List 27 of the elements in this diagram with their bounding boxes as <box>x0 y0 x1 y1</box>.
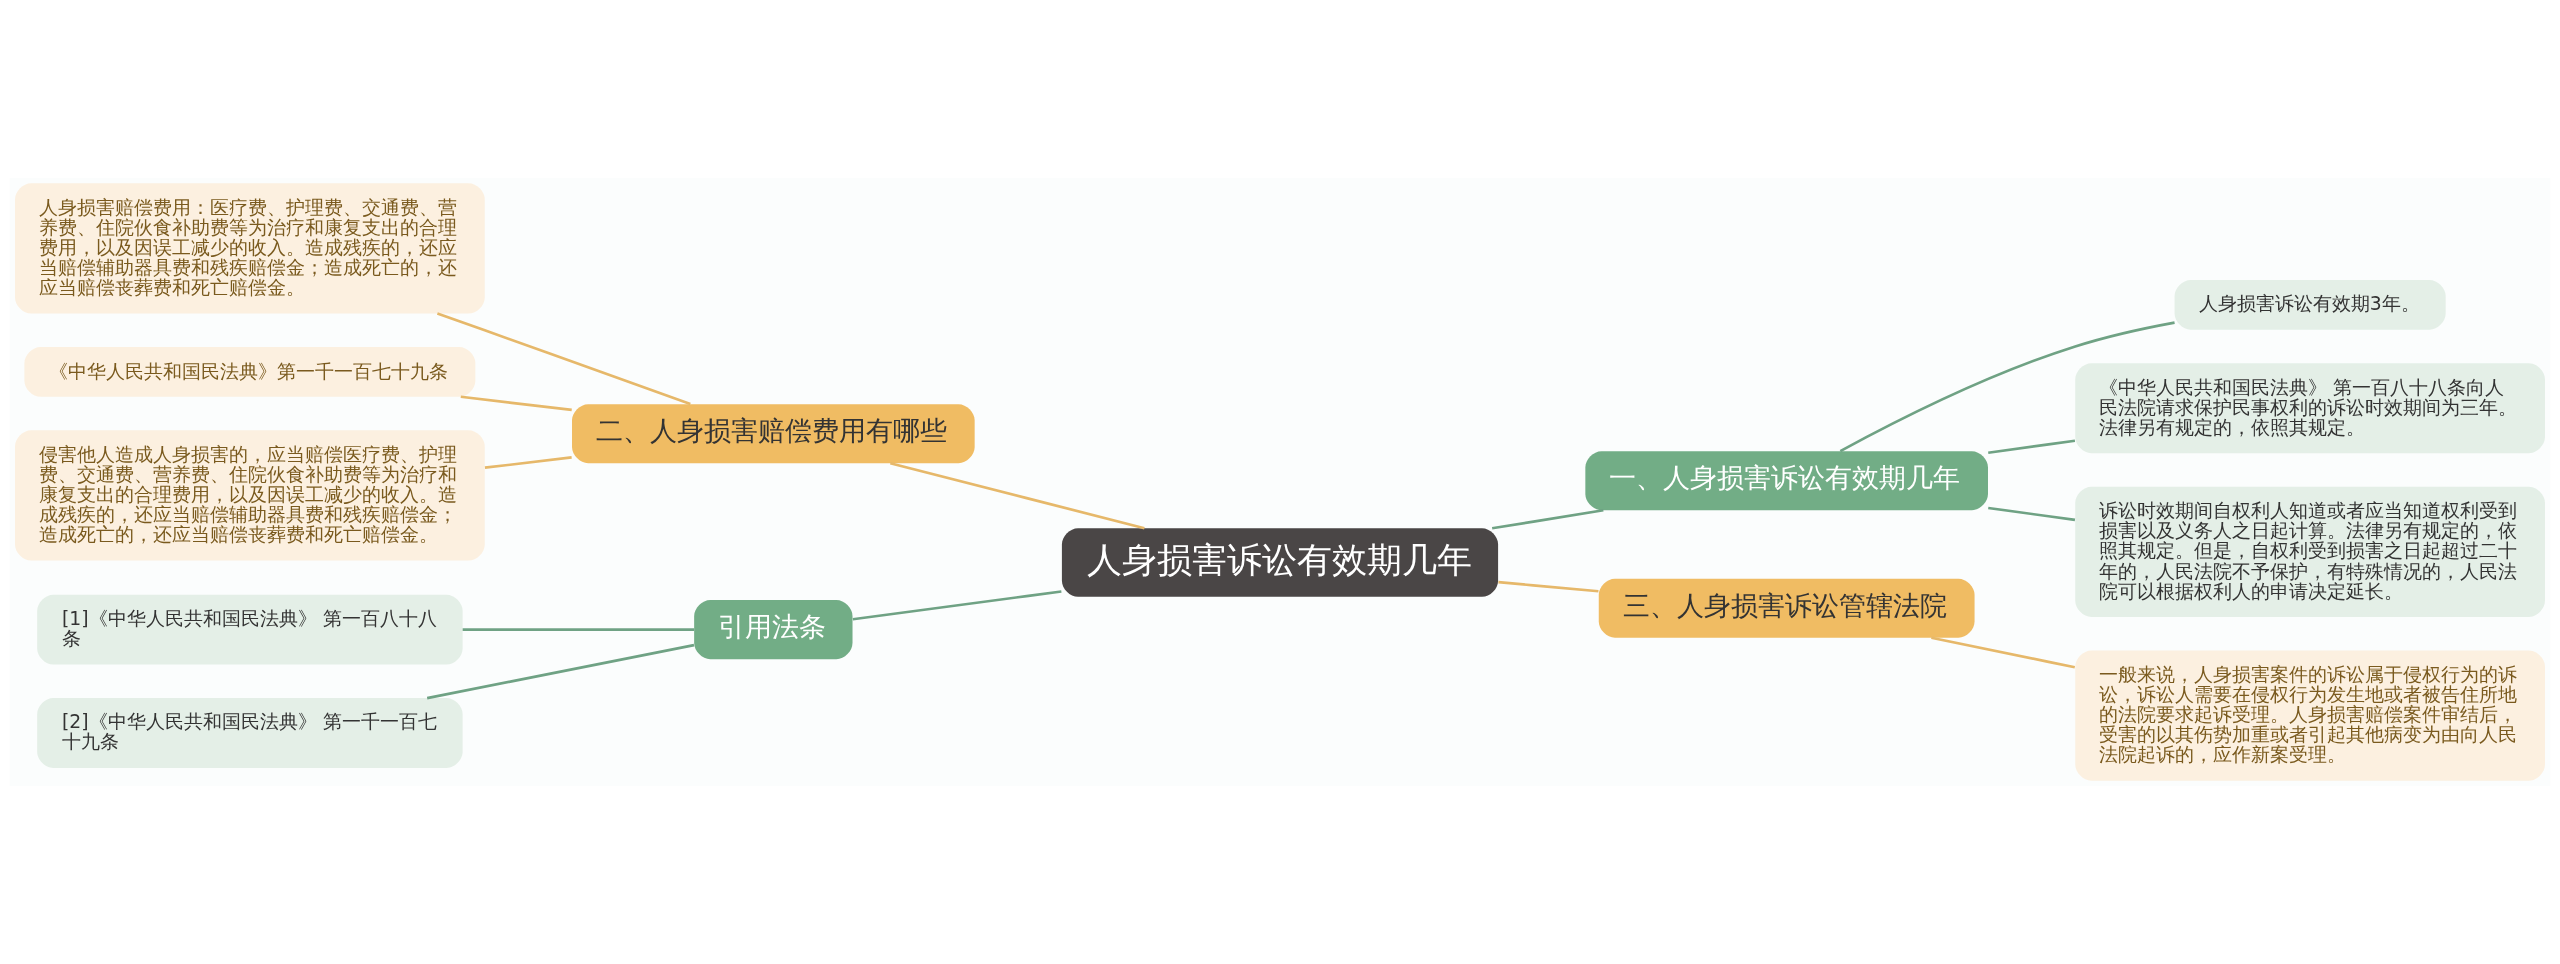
node-box: 《中华人民共和国民法典》第一千一百七十九条 <box>24 347 476 397</box>
connector <box>889 461 1145 530</box>
connector <box>426 643 695 700</box>
node-box: 人身损害诉讼有效期几年 <box>1061 528 1499 597</box>
node-box: 人身损害诉讼有效期3年。 <box>2174 280 2446 330</box>
connector <box>1491 508 1604 530</box>
node-box: [1]《中华人民共和国民法典》 第一百八十八条 <box>37 594 463 665</box>
node-box: 引用法条 <box>694 600 853 660</box>
connector <box>436 312 691 406</box>
connector <box>484 456 572 470</box>
connector <box>852 590 1062 621</box>
connector <box>1931 636 2076 669</box>
node-box: 诉讼时效期间自权利人知道或者应当知道权利受到损害以及义务人之日起计算。法律另有规定的，依照其规定。但是，自权利受到损害之日起超过二十年的，人民法院不予保护，有特殊情况的，人民法院可以根据权利人的申请决定延长。 <box>2075 486 2545 617</box>
connector <box>1498 580 1599 593</box>
connector <box>462 628 695 631</box>
node-box: 侵害他人造成人身损害的，应当赔偿医疗费、护理费、交通费、营养费、住院伙食补助费等为治疗和康复支出的合理费用，以及因误工减少的收入。造成残疾的，还应当赔偿辅助器具费和残疾赔偿金；造成死亡的，还应当赔偿丧葬费和死亡赔偿金。 <box>15 430 485 561</box>
node-box: 《中华人民共和国民法典》 第一百八十八条向人民法院请求保护民事权利的诉讼时效期间为三年。法律另有规定的，依照其规定。 <box>2075 363 2545 454</box>
node-box: 一、人身损害诉讼有效期几年 <box>1585 451 1988 511</box>
node-box: 三、人身损害诉讼管辖法院 <box>1598 578 1975 638</box>
connector <box>460 395 572 412</box>
node-box: 人身损害赔偿费用：医疗费、护理费、交通费、营养费、住院伙食补助费等为治疗和康复支出的合理费用，以及因误工减少的收入。造成残疾的，还应当赔偿辅助器具费和残疾赔偿金；造成死亡的，还应当赔偿丧葬费和死亡赔偿金。 <box>15 183 485 314</box>
connector <box>1988 439 2076 455</box>
connector <box>1988 506 2076 522</box>
node-box: 一般来说，人身损害案件的诉讼属于侵权行为的诉讼，诉讼人需要在侵权行为发生地或者被告住所地的法院要求起诉受理。人身损害赔偿案件审结后，受害的以其伤势加重或者引起其他病变为由向人民法院起诉的，应作新案受理。 <box>2075 650 2545 781</box>
node-box: [2]《中华人民共和国民法典》 第一千一百七十九条 <box>37 698 463 768</box>
connector <box>1839 321 2175 453</box>
node-box: 二、人身损害赔偿费用有哪些 <box>572 404 975 464</box>
